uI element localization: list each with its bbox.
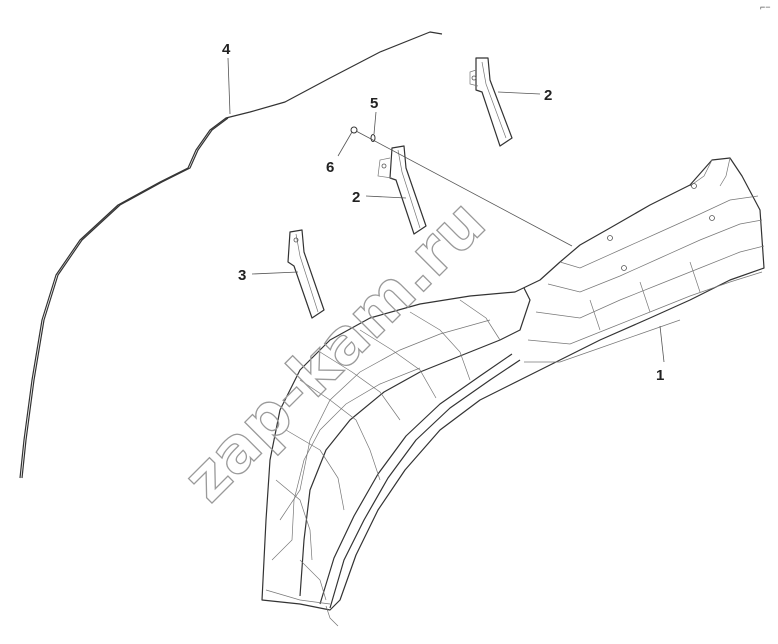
leader-6 [337,131,353,157]
callout-part-1: 1 [656,367,664,384]
part-2-bracket-upper [469,57,513,147]
leader-5 [373,111,377,135]
part-6-bolt [350,126,358,134]
leader-2b [365,195,407,199]
callout-part-5: 5 [370,95,378,112]
callout-part-3: 3 [238,267,246,284]
part-1-wheel-arch-panel [261,157,765,627]
callout-part-4: 4 [222,41,231,58]
part-4-trim-strip [19,31,443,479]
corner-mark: ⌐− [760,2,771,12]
assembly-guide-line [355,130,573,247]
leader-1 [659,325,665,363]
leader-2a [497,91,541,95]
callout-part-2-upper: 2 [544,87,552,104]
watermark: zap-kam.ru [169,185,499,515]
callout-part-2-lower: 2 [352,189,360,206]
part-3-bracket [287,229,325,319]
leader-4 [227,57,231,115]
part-5-washer [370,134,376,142]
part-2-bracket-lower [377,145,427,235]
leader-3 [251,271,299,275]
callout-part-6: 6 [326,159,334,176]
